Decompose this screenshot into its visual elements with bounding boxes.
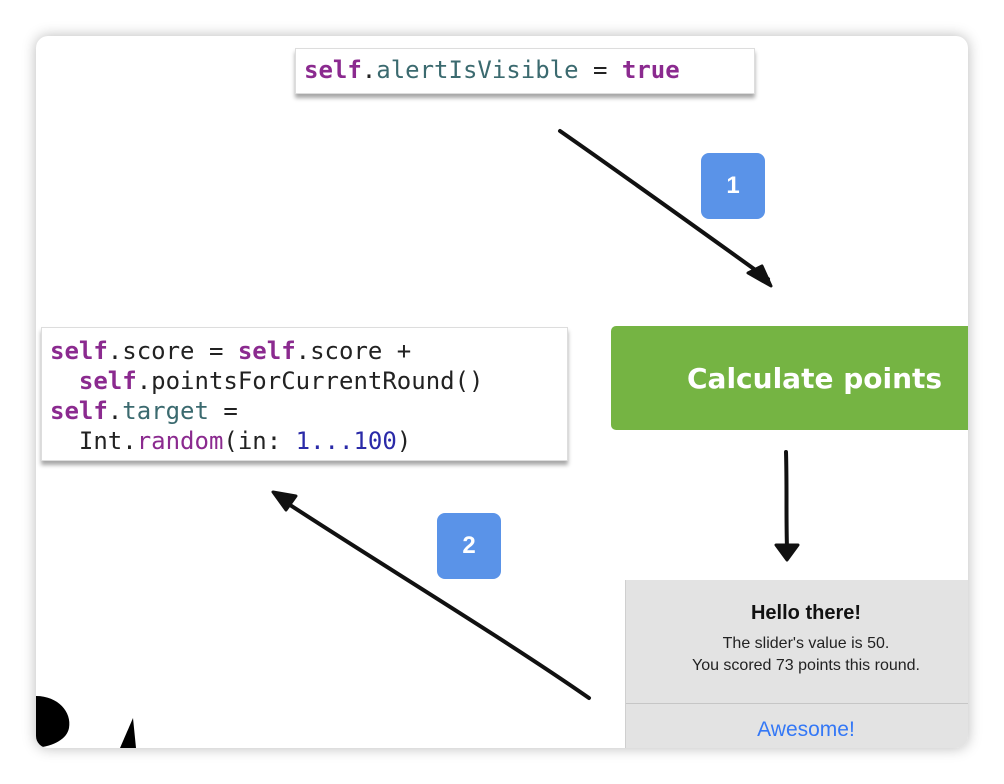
code-property-score: score (310, 337, 383, 365)
alert-title: Hello there! (750, 602, 862, 624)
step-badge-2: 2 (437, 513, 501, 579)
code-method-random: random (136, 427, 224, 455)
code-keyword-self: self (50, 337, 108, 365)
code-keyword-self: self (78, 367, 137, 395)
code-dot: . (136, 367, 152, 395)
code-snippet-score-update: self.score = self.score + self.pointsFor… (41, 327, 568, 461)
arrow-button-to-alert (784, 450, 789, 550)
calculate-points-button[interactable]: Calculate points (611, 326, 968, 430)
code-operator: = (578, 56, 622, 84)
code-dot: . (361, 56, 377, 84)
code-operator-plus: + (382, 337, 412, 365)
diagram-frame: self.alertIsVisible = true self.score = … (36, 36, 968, 748)
arrow-head-step-1 (746, 264, 773, 288)
code-property-alertisvisible: alertIsVisible (376, 56, 579, 84)
alert-message-line-1: The slider's value is 50. (722, 635, 890, 652)
step-badge-1: 1 (701, 153, 765, 219)
decorative-blob-left (36, 696, 70, 748)
calculate-points-label: Calculate points (687, 361, 943, 395)
code-snippet-alert-visible: self.alertIsVisible = true (295, 48, 755, 94)
alert-divider (626, 703, 968, 704)
code-line-3: self.target = (50, 397, 238, 425)
decorative-blob-wedge (120, 718, 136, 748)
alert-message-line-2: You scored 73 points this round. (691, 657, 920, 674)
code-keyword-self: self (50, 397, 108, 425)
arrow-head-button-to-alert (774, 543, 800, 562)
code-dot: . (107, 337, 123, 365)
code-paren: ) (396, 427, 412, 455)
code-keyword-true: true (621, 56, 680, 84)
arrow-step-2 (282, 499, 591, 700)
alert-awesome-button[interactable]: Awesome! (757, 718, 855, 741)
arrow-head-step-2 (271, 490, 298, 512)
code-line-2: self.pointsForCurrentRound() (50, 367, 484, 395)
code-operator: = (208, 397, 238, 425)
code-operator: = (194, 337, 238, 365)
code-line-4: Int.random(in: 1...100) (50, 427, 411, 455)
code-type-int: Int. (78, 427, 137, 455)
code-dot: . (107, 397, 123, 425)
alert-dialog: Hello there! The slider's value is 50. Y… (625, 580, 968, 748)
code-method-points: pointsForCurrentRound() (151, 367, 484, 395)
code-property-score: score (122, 337, 195, 365)
code-dot: . (295, 337, 311, 365)
flow-arrows (36, 129, 800, 748)
code-line-1: self.score = self.score + (50, 337, 411, 365)
arrow-step-1 (558, 129, 770, 281)
code-keyword-self: self (304, 56, 362, 84)
code-keyword-self: self (237, 337, 296, 365)
code-property-target: target (122, 397, 209, 425)
code-range: 1...100 (295, 427, 397, 455)
alert-message: The slider's value is 50. You scored 73 … (626, 633, 968, 677)
code-paren: (in: (223, 427, 296, 455)
